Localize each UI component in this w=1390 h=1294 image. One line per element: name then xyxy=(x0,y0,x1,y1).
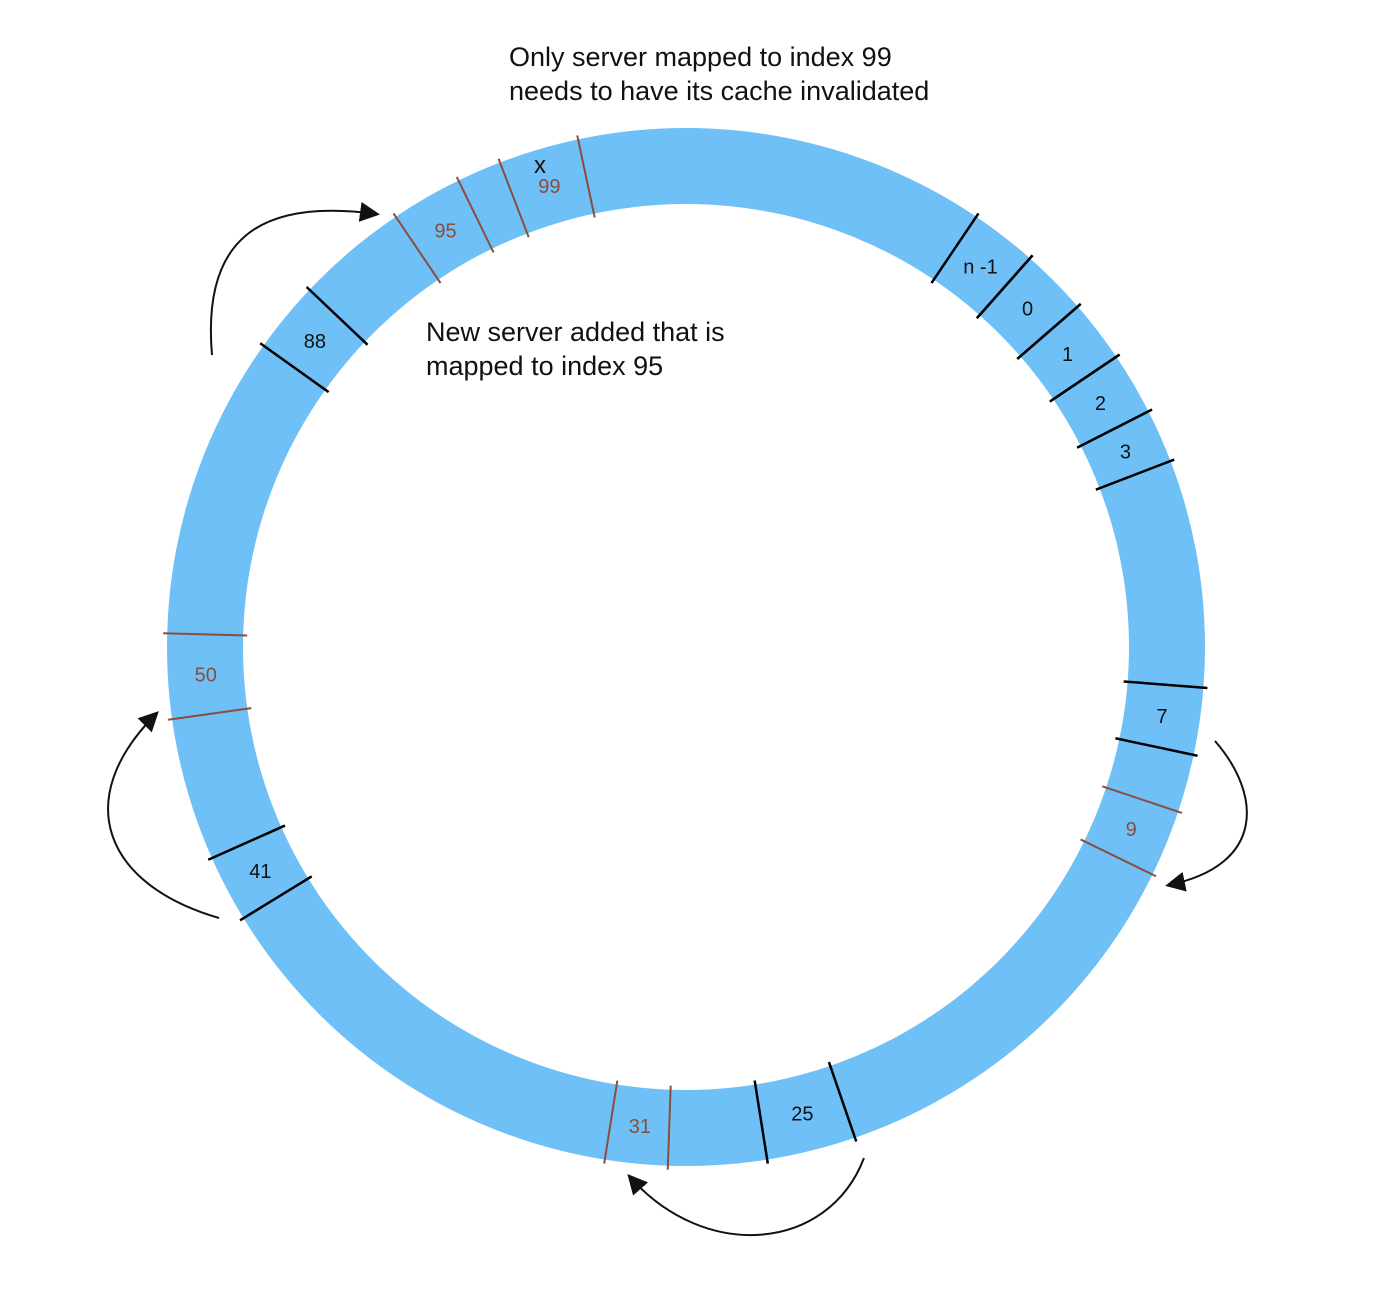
segment-9: 9 xyxy=(1080,785,1183,878)
segment-25: 25 xyxy=(753,1061,858,1164)
segment-2-divider-1 xyxy=(1049,353,1121,403)
caption-middle-line1: New server added that is xyxy=(426,317,725,347)
segment-1-divider-1 xyxy=(1016,302,1082,360)
segment-99: 99 xyxy=(497,135,596,238)
invalidated-marker: x xyxy=(534,152,546,179)
arrow-7-to-9 xyxy=(1165,740,1248,892)
caption-middle-line2: mapped to index 95 xyxy=(426,351,664,381)
arrow-25-to-31 xyxy=(627,1157,865,1237)
segment-95-divider-1 xyxy=(392,212,442,284)
segment-88-divider-2 xyxy=(305,286,369,346)
segment-3-divider-1 xyxy=(1076,408,1153,449)
segment-25-divider-1 xyxy=(827,1061,858,1142)
segment-9-divider-1 xyxy=(1101,785,1183,814)
arrow-41-to-50 xyxy=(107,711,220,919)
segment-label-0: 0 xyxy=(1022,298,1033,320)
segment-3: 3 xyxy=(1076,408,1175,491)
segment-50-divider-2 xyxy=(163,632,248,637)
segment-99-divider-1 xyxy=(497,158,530,238)
caption-top-line2: needs to have its cache invalidated xyxy=(509,76,930,106)
segment-0-divider-1 xyxy=(975,254,1034,320)
caption-top-line1: Only server mapped to index 99 xyxy=(509,42,892,72)
segment-50-divider-1 xyxy=(167,707,252,721)
caption-middle: New server added that is mapped to index… xyxy=(426,315,725,383)
segment-88-divider-1 xyxy=(259,342,330,394)
segment-label-n-1: n -1 xyxy=(963,257,997,279)
segment-3-divider-2 xyxy=(1095,458,1175,491)
segment-label-88: 88 xyxy=(304,331,326,353)
segment-7-divider-2 xyxy=(1115,737,1198,757)
segment-99-divider-2 xyxy=(576,135,596,218)
segment-label-41: 41 xyxy=(249,861,271,883)
segment-label-31: 31 xyxy=(629,1116,651,1138)
segment-88: 88 xyxy=(259,286,369,394)
segment-n-1-divider-1 xyxy=(930,212,980,284)
segment-7-divider-1 xyxy=(1123,680,1208,690)
segment-31: 31 xyxy=(603,1080,672,1170)
segment-9-divider-2 xyxy=(1080,838,1157,878)
hash-ring xyxy=(167,128,1205,1166)
segment-label-7: 7 xyxy=(1156,706,1167,728)
segment-label-25: 25 xyxy=(791,1104,813,1126)
segment-50: 50 xyxy=(163,632,252,721)
segment-31-divider-2 xyxy=(603,1080,619,1164)
segment-label-9: 9 xyxy=(1126,819,1137,841)
segment-label-99: 99 xyxy=(538,176,560,198)
segment-label-3: 3 xyxy=(1120,441,1131,463)
segment-41-divider-2 xyxy=(207,824,286,861)
caption-top: Only server mapped to index 99 needs to … xyxy=(509,40,929,108)
segment-95-divider-2 xyxy=(455,176,495,253)
segment-label-2: 2 xyxy=(1095,393,1106,415)
segment-label-1: 1 xyxy=(1062,344,1073,366)
arrow-88-to-95 xyxy=(209,201,380,356)
segment-label-95: 95 xyxy=(434,220,456,242)
segment-41: 41 xyxy=(207,824,313,922)
segment-25-divider-2 xyxy=(753,1080,770,1164)
segment-7: 7 xyxy=(1115,680,1208,757)
segment-label-50: 50 xyxy=(195,664,217,686)
segment-41-divider-1 xyxy=(239,875,313,922)
segment-31-divider-1 xyxy=(666,1085,672,1170)
segment-95: 95 xyxy=(392,176,495,284)
